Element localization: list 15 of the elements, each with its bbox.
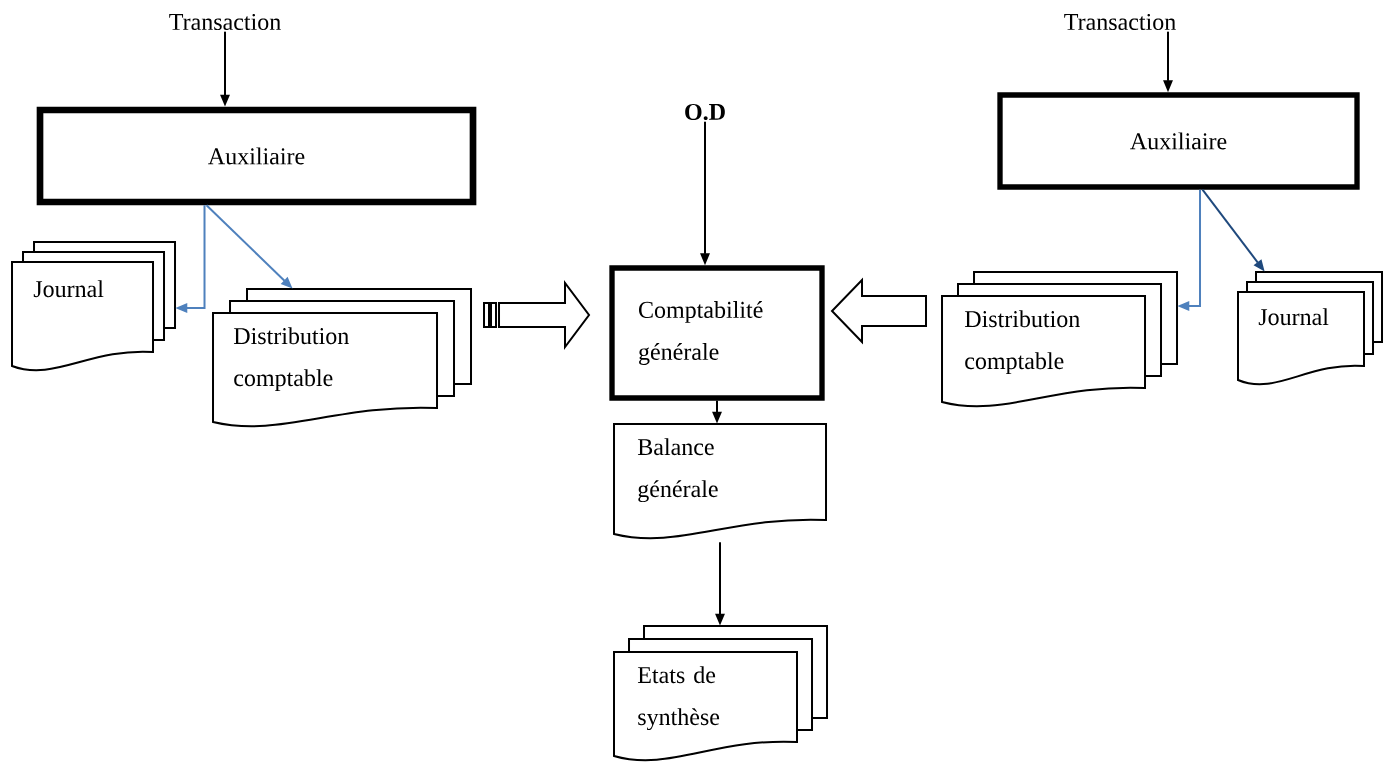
document-stack: Journal	[11, 241, 176, 372]
process-box: Comptabilité générale	[609, 265, 825, 401]
document-stack: Distribution comptable	[212, 288, 472, 428]
input-label: O.D	[685, 103, 725, 121]
input-label: Transaction	[1064, 13, 1176, 31]
node-label: Etats de synthèse	[637, 666, 720, 731]
document-stack: Distribution comptable	[941, 271, 1178, 408]
document-stack: Etats de synthèse	[613, 625, 828, 762]
block-arrow	[483, 280, 591, 350]
block-arrow	[830, 277, 927, 345]
node-label: Journal	[1258, 308, 1329, 326]
input-label: Transaction	[169, 13, 281, 31]
process-box: Auxiliaire	[36, 106, 477, 206]
process-box: Auxiliaire	[997, 92, 1360, 190]
document-stack: Journal	[1237, 271, 1383, 386]
